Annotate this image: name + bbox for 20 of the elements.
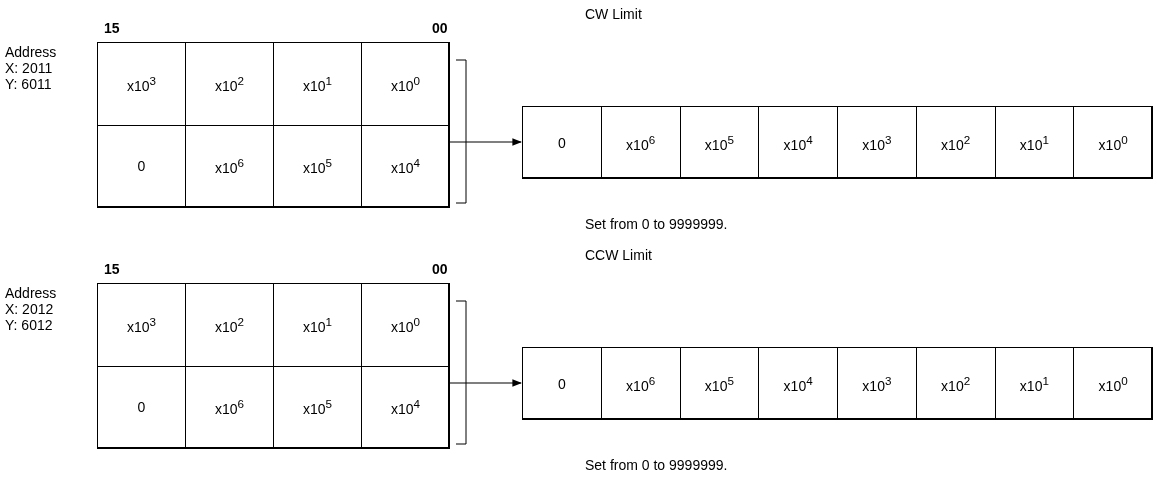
- digit-cell: x10$^{0}$: [1073, 106, 1153, 179]
- address-label: Address X: 2011 Y: 6011: [5, 44, 58, 92]
- bit-number: 15: [104, 261, 120, 277]
- register-box: [522, 106, 1152, 178]
- register-box: [522, 347, 1152, 419]
- bit-number: 00: [432, 20, 448, 36]
- range-note: Set from 0 to 9999999.: [585, 216, 728, 232]
- register-title: CCW Limit: [585, 247, 652, 263]
- digit-cell: x10$^{0}$: [1073, 347, 1153, 420]
- register-title: CW Limit: [585, 6, 642, 22]
- register-box: [97, 42, 449, 207]
- digit-cell: x10$^{4}$: [361, 365, 450, 449]
- bit-number: 15: [104, 20, 120, 36]
- address-label: Address X: 2012 Y: 6012: [5, 285, 58, 333]
- range-note: Set from 0 to 9999999.: [585, 457, 728, 473]
- arrow: [449, 379, 522, 387]
- bit-number: 00: [432, 261, 448, 277]
- register-box: [97, 283, 449, 448]
- digit-cell: x10$^{4}$: [361, 124, 450, 208]
- arrow: [449, 138, 522, 146]
